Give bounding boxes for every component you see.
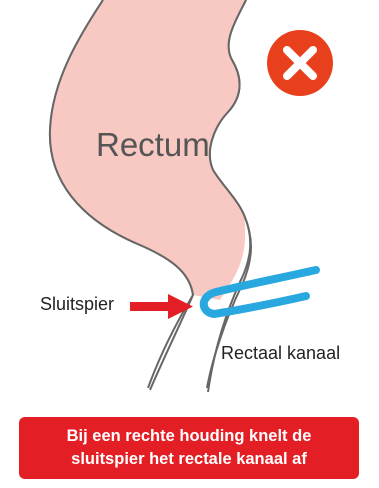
caption-line-2: sluitspier het rectale kanaal af <box>29 448 349 471</box>
caption-banner: Bij een rechte houding knelt de sluitspi… <box>19 417 359 479</box>
anal-canal-label: Rectaal kanaal <box>221 343 340 364</box>
caption-line-1: Bij een rechte houding knelt de <box>29 425 349 448</box>
sphincter-label: Sluitspier <box>40 294 114 315</box>
rectum-diagram <box>0 0 379 400</box>
cross-circle-icon <box>267 30 333 96</box>
rectum-label: Rectum <box>96 126 210 164</box>
